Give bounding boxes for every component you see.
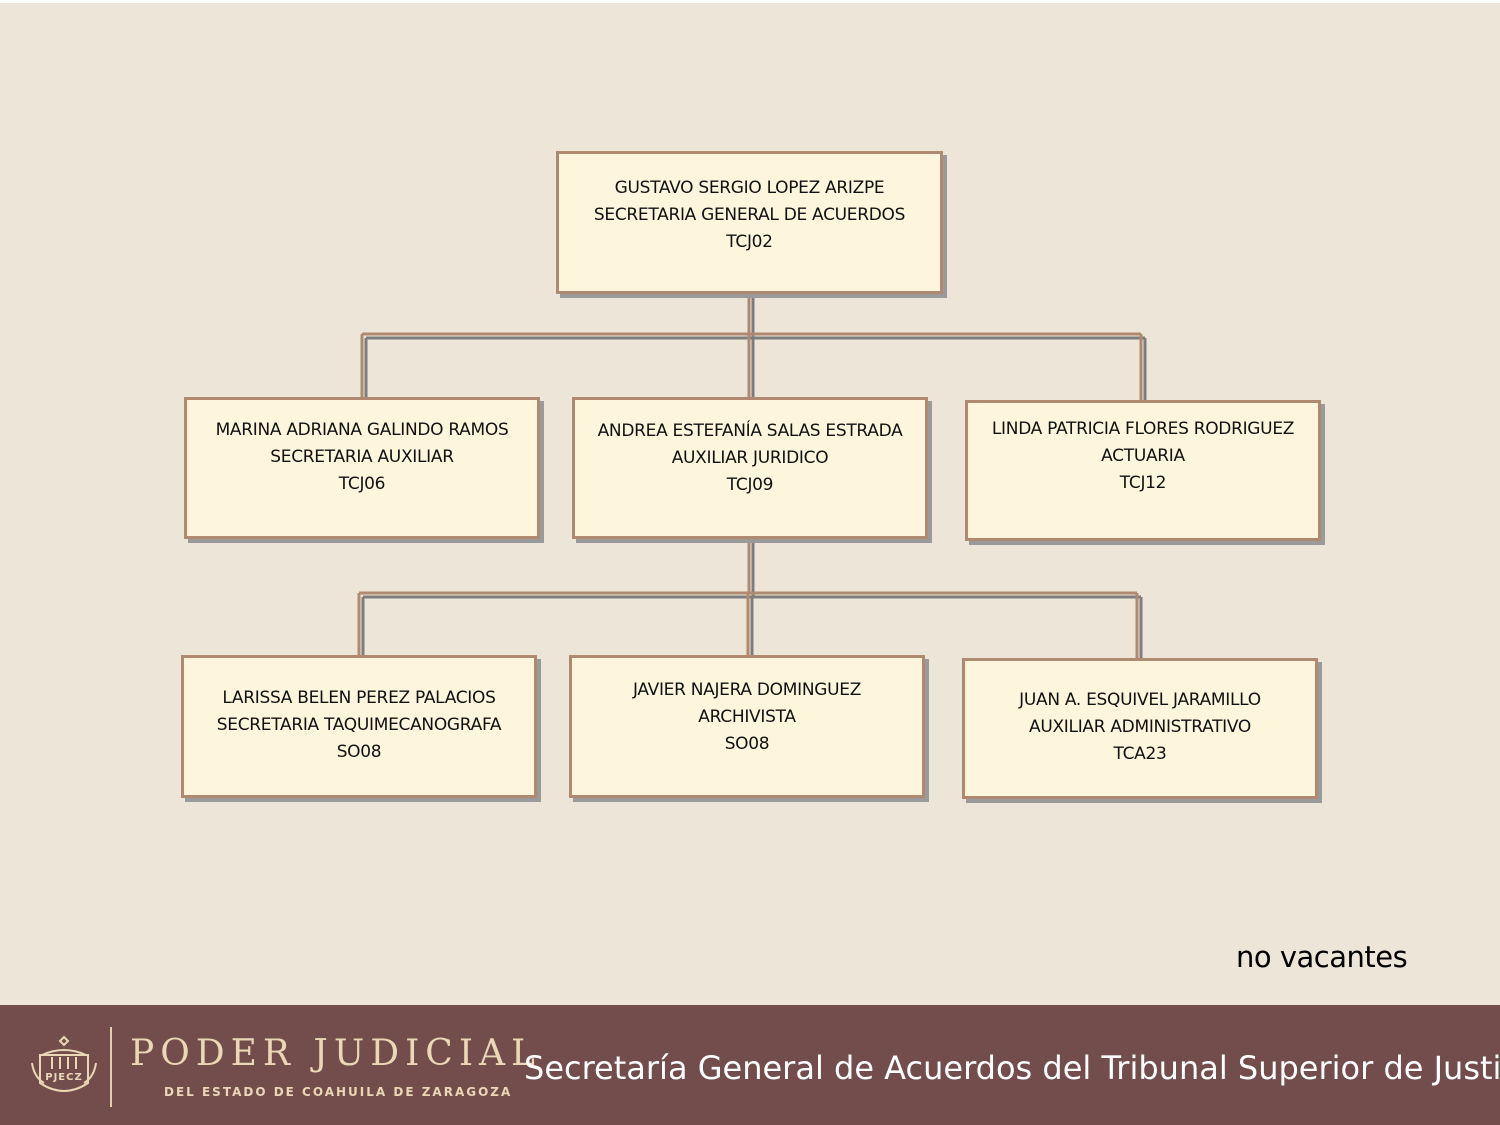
connector-shadows (361, 298, 1147, 661)
brand-subtitle: DEL ESTADO DE COAHUILA DE ZARAGOZA (164, 1085, 513, 1099)
org-chart-connectors (357, 294, 1147, 661)
node-name: LINDA PATRICIA FLORES RODRIGUEZ (991, 419, 1295, 439)
node-role: ARCHIVISTA (698, 707, 796, 727)
node-name: LARISSA BELEN PEREZ PALACIOS (222, 688, 496, 708)
node-role: SECRETARIA AUXILIAR (270, 446, 454, 467)
org-node-auxiliar-juridico: ANDREA ESTEFANÍA SALAS ESTRADA AUXILIAR … (572, 397, 928, 539)
node-role: AUXILIAR ADMINISTRATIVO (1028, 717, 1251, 737)
org-node-auxiliar-administrativo: JUAN A. ESQUIVEL JARAMILLO AUXILIAR ADMI… (962, 658, 1318, 799)
node-code: TCJ06 (338, 473, 386, 494)
org-node-root: GUSTAVO SERGIO LOPEZ ARIZPE SECRETARIA G… (556, 151, 943, 294)
org-node-secretaria-auxiliar: MARINA ADRIANA GALINDO RAMOS SECRETARIA … (184, 397, 540, 539)
vacancies-note: no vacantes (1236, 940, 1408, 974)
org-node-archivista: JAVIER NAJERA DOMINGUEZ ARCHIVISTA SO08 (569, 655, 925, 798)
seal-text: PJECZ (45, 1072, 82, 1083)
node-name: GUSTAVO SERGIO LOPEZ ARIZPE (614, 178, 885, 198)
footer-caption: Secretaría General de Acuerdos del Tribu… (524, 1049, 1500, 1087)
node-code: SO08 (724, 734, 770, 754)
node-role: AUXILIAR JURIDICO (671, 447, 829, 468)
connector-lines (357, 294, 1143, 658)
footer-divider (110, 1027, 112, 1107)
org-node-secretaria-taquimecanografa: LARISSA BELEN PEREZ PALACIOS SECRETARIA … (181, 655, 537, 798)
node-name: ANDREA ESTEFANÍA SALAS ESTRADA (597, 420, 903, 441)
brand-title: PODER JUDICIAL (130, 1033, 541, 1074)
org-node-actuaria: LINDA PATRICIA FLORES RODRIGUEZ ACTUARIA… (965, 400, 1321, 541)
node-role: ACTUARIA (1101, 446, 1185, 466)
node-code: TCJ02 (726, 232, 773, 252)
node-code: TCJ12 (1119, 473, 1167, 493)
top-border (0, 0, 1500, 3)
node-code: TCA23 (1113, 744, 1167, 764)
node-role: SECRETARIA GENERAL DE ACUERDOS (593, 205, 906, 225)
node-name: JAVIER NAJERA DOMINGUEZ (632, 680, 862, 700)
node-code: SO08 (336, 742, 382, 762)
pjecz-seal-logo: PJECZ (31, 1035, 97, 1092)
node-code: TCJ09 (726, 474, 774, 495)
node-name: MARINA ADRIANA GALINDO RAMOS (215, 419, 509, 440)
node-role: SECRETARIA TAQUIMECANOGRAFA (216, 715, 502, 735)
footer-bar: PJECZ PODER JUDICIAL DEL ESTADO DE COAHU… (0, 1005, 1500, 1125)
node-name: JUAN A. ESQUIVEL JARAMILLO (1019, 690, 1261, 710)
